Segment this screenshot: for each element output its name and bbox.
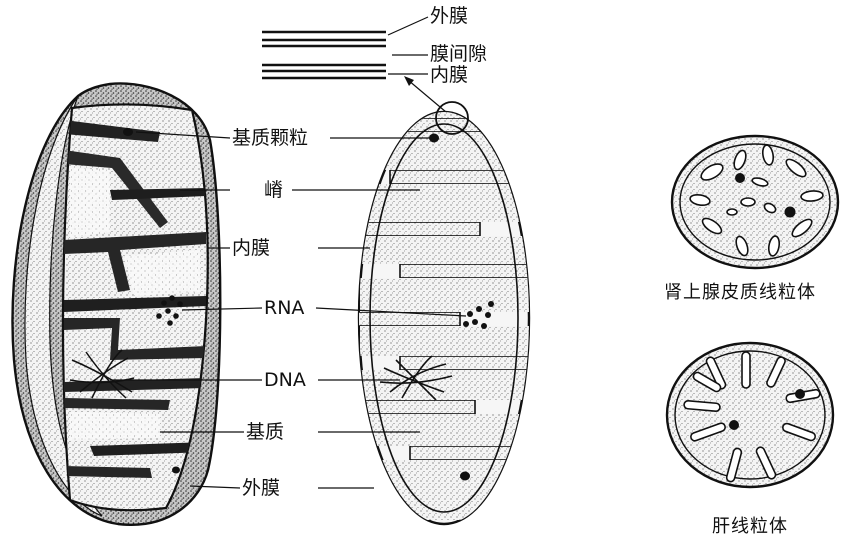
label-inner-membrane: 内膜 [232, 237, 270, 259]
label-rna: RNA [264, 297, 304, 319]
caption-liver: 肝线粒体 [712, 516, 788, 537]
label-dna: DNA [264, 369, 306, 391]
detail-outer-label: 外膜 [430, 5, 468, 27]
caption-adrenal: 肾上腺皮质线粒体 [664, 282, 816, 303]
granule-section [429, 134, 439, 143]
label-outer-membrane: 外膜 [242, 477, 280, 499]
granule-3d [123, 128, 133, 136]
granule-3d-bottom [172, 467, 180, 474]
outer-leader [388, 17, 428, 35]
membrane-detail [262, 17, 446, 112]
granule-section-bottom [460, 472, 470, 481]
liver-mitochondrion [667, 343, 833, 487]
label-matrix: 基质 [246, 421, 284, 443]
label-crista: 嵴 [264, 179, 283, 201]
mitochondrion-3d [12, 83, 220, 524]
detail-intermembrane-label: 膜间隙 [430, 43, 487, 65]
adrenal-mitochondrion [672, 136, 838, 268]
detail-inner-label: 内膜 [430, 64, 468, 86]
label-granule: 基质颗粒 [232, 127, 308, 149]
